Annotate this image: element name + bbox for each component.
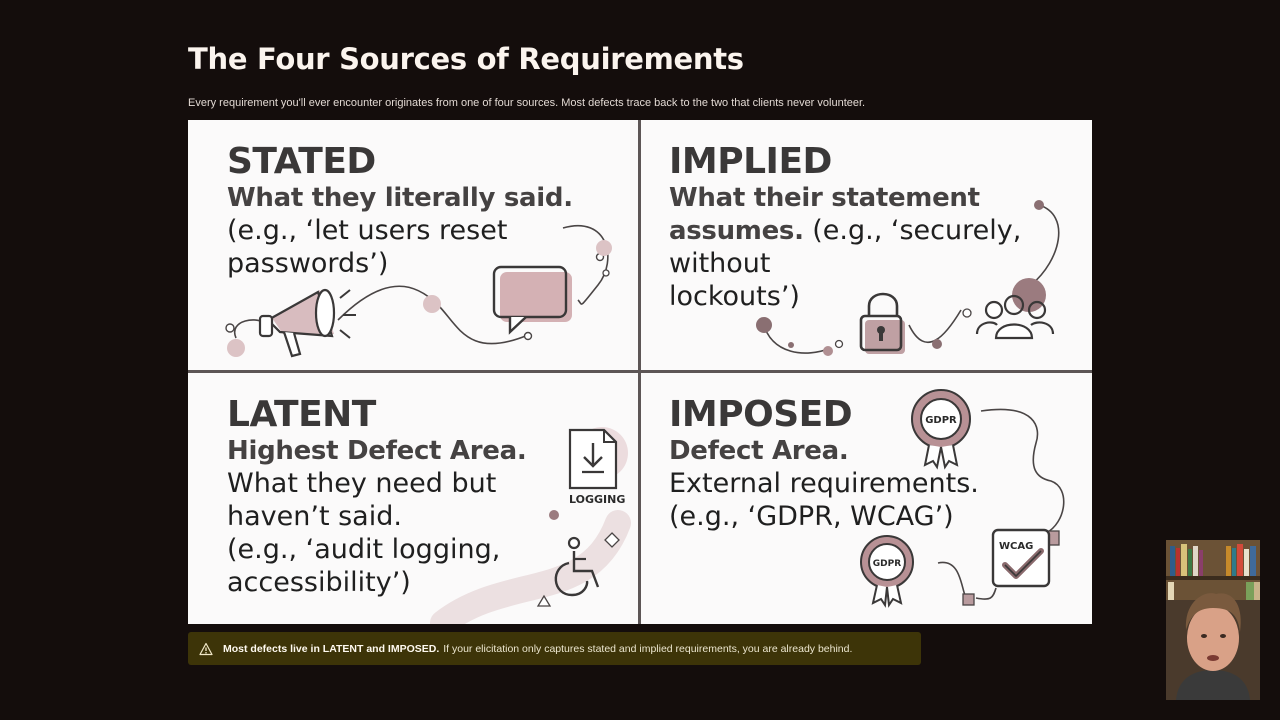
implied-illustration <box>756 200 1060 356</box>
gdpr-badge-icon-small: GDPR <box>860 535 914 608</box>
users-group-icon <box>975 278 1055 340</box>
latent-body-line-1: What they need but <box>227 468 497 499</box>
wcag-check-icon: WCAG <box>991 528 1051 588</box>
callout-text: If your elicitation only captures stated… <box>443 642 853 655</box>
stated-illustration <box>225 225 612 358</box>
bookshelf-background <box>1166 540 1260 600</box>
imposed-definition: Defect Area. <box>669 436 849 466</box>
slide-title: The Four Sources of Requirements <box>188 42 744 76</box>
warning-icon <box>199 642 213 655</box>
quadrant-implied: IMPLIED What their statement assumes. (e… <box>641 120 1092 371</box>
slide-subtitle: Every requirement you'll ever encounter … <box>188 97 866 109</box>
accessibility-icon <box>554 536 600 597</box>
gdpr-badge-icon: GDPR <box>911 389 971 470</box>
presenter-webcam <box>1166 540 1260 700</box>
latent-title: LATENT <box>227 394 376 435</box>
quadrant-imposed: GDPR GDPR WCAG IMPOSED Defect Area. Exte… <box>641 373 1092 624</box>
warning-callout: Most defects live in LATENT and IMPOSED.… <box>188 632 921 665</box>
implied-definition-line-1: What their statement <box>669 183 980 213</box>
implied-example-line-2: without <box>669 248 771 279</box>
logging-label: LOGGING <box>569 493 625 506</box>
implied-example-line-3: lockouts’) <box>669 281 800 312</box>
megaphone-icon <box>258 288 356 358</box>
stated-example-line-2: passwords’) <box>227 248 389 279</box>
latent-definition: Highest Defect Area. <box>227 436 527 466</box>
imposed-illustration: GDPR GDPR WCAG <box>860 389 1065 608</box>
latent-illustration: LOGGING <box>430 427 631 624</box>
latent-example-line-1: (e.g., ‘audit logging, <box>227 534 501 565</box>
gdpr-badge-label-small: GDPR <box>873 559 901 569</box>
grid-divider-horizontal <box>188 370 1092 373</box>
wcag-label: WCAG <box>999 541 1033 552</box>
gdpr-badge-label: GDPR <box>925 415 957 426</box>
implied-example-inline: (e.g., ‘securely, <box>803 215 1022 246</box>
speech-bubble-icon <box>492 265 572 335</box>
four-sources-grid: STATED What they literally said. (e.g., … <box>188 120 1092 624</box>
imposed-title: IMPOSED <box>669 394 853 435</box>
presenter-silhouette <box>1176 593 1250 700</box>
callout-bold-text: Most defects live in LATENT and IMPOSED. <box>223 642 440 655</box>
stated-title: STATED <box>227 141 376 182</box>
quadrant-stated: STATED What they literally said. (e.g., … <box>188 120 639 371</box>
presenter-video-frame <box>1166 540 1260 700</box>
logging-document-icon: LOGGING <box>568 428 625 506</box>
imposed-body-line-1: External requirements. <box>669 468 979 499</box>
quadrant-latent: LOGGING LATENT Highest Defect Area. What… <box>188 373 639 624</box>
stated-definition: What they literally said. <box>227 183 573 213</box>
imposed-example-line: (e.g., ‘GDPR, WCAG’) <box>669 501 954 532</box>
stated-example-line-1: (e.g., ‘let users reset <box>227 215 508 246</box>
implied-title: IMPLIED <box>669 141 832 182</box>
implied-definition-line-2: assumes. <box>669 216 804 246</box>
latent-body-line-2: haven’t said. <box>227 501 402 532</box>
latent-example-line-2: accessibility’) <box>227 567 411 598</box>
padlock-icon <box>859 292 905 354</box>
